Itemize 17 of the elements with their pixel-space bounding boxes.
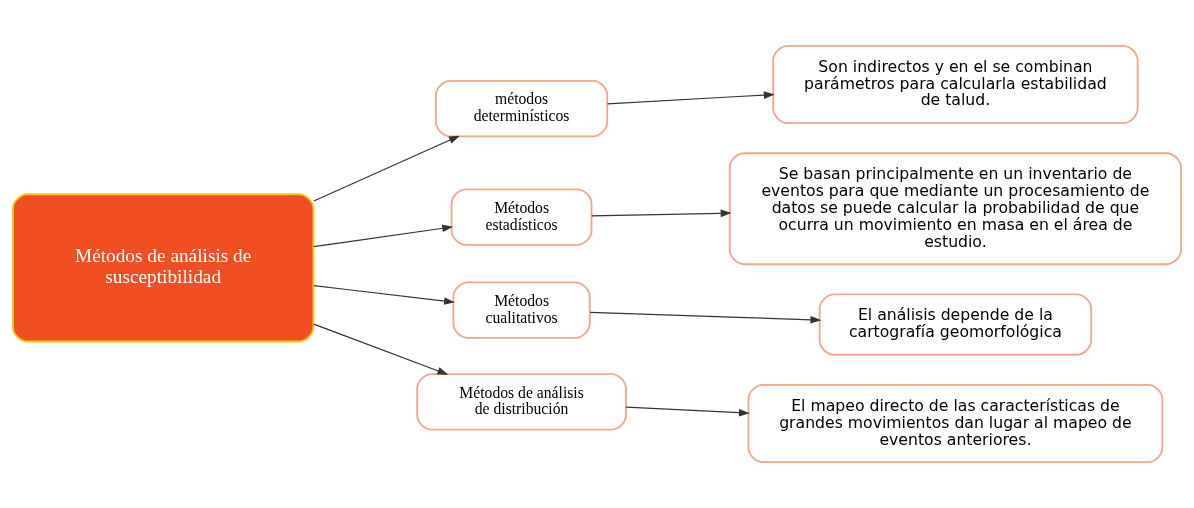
node-box: El mapeo directo de las características de grandes movimientos dan lugar al mapeo de eventos anteriores. bbox=[747, 384, 1164, 464]
node-box: métodos determinísticos bbox=[435, 79, 609, 138]
arrow bbox=[313, 135, 460, 202]
node-box: Métodos estadísticos bbox=[450, 188, 593, 246]
node-box: Métodos cualitativos bbox=[452, 281, 591, 339]
node-box: Métodos de análisis de distribución bbox=[416, 373, 627, 431]
arrow bbox=[313, 224, 454, 248]
arrow bbox=[625, 406, 750, 417]
node-box: Se basan principalmente en un inventario de eventos para que mediante un procesamiento de datos se puede calcular la probabilidad de que ocurra un movimiento en masa en el área de estudio. bbox=[728, 152, 1182, 266]
node-box: Métodos de análisis de susceptibilidad bbox=[12, 193, 315, 343]
arrow bbox=[313, 285, 455, 305]
arrow bbox=[591, 209, 732, 218]
node-box: Son indirectos y en el se combinan parámetros para calcularla estabilidad de talud. bbox=[772, 44, 1139, 124]
node-box: El análisis depende de la cartografía geomorfológica bbox=[818, 293, 1093, 356]
arrow bbox=[589, 311, 822, 324]
arrow bbox=[313, 323, 449, 375]
arrow bbox=[606, 91, 775, 105]
